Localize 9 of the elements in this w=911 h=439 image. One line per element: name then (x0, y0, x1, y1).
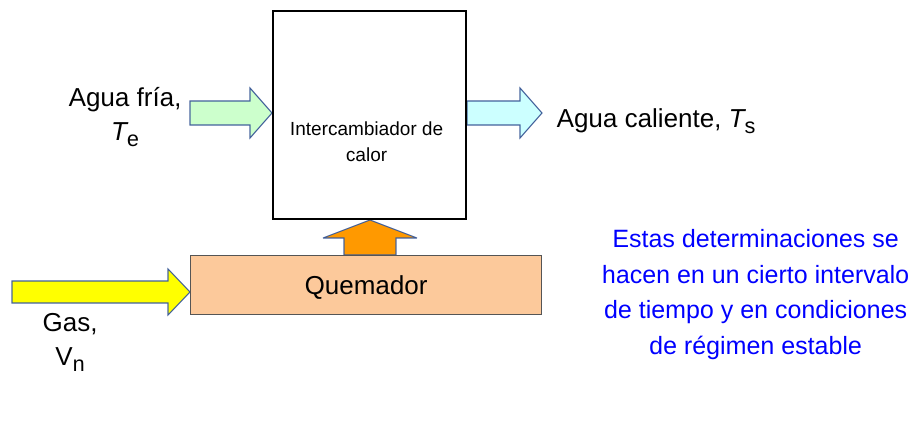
block-arrow (466, 86, 543, 140)
note-text: Estas determinaciones se hacen en un cierto intervalo de tiempo y en condiciones de régimen estable (600, 224, 910, 362)
block-arrow (189, 86, 273, 140)
block-arrow (322, 219, 418, 256)
block-arrow (11, 268, 191, 316)
burner-box: Quemador (190, 255, 542, 315)
flow-label: Agua caliente, T$_{s}$ (545, 84, 767, 160)
process-box: Intercambiador de calor (272, 10, 467, 220)
flow-label: Agua fría, T$_{e}$ (60, 80, 190, 156)
